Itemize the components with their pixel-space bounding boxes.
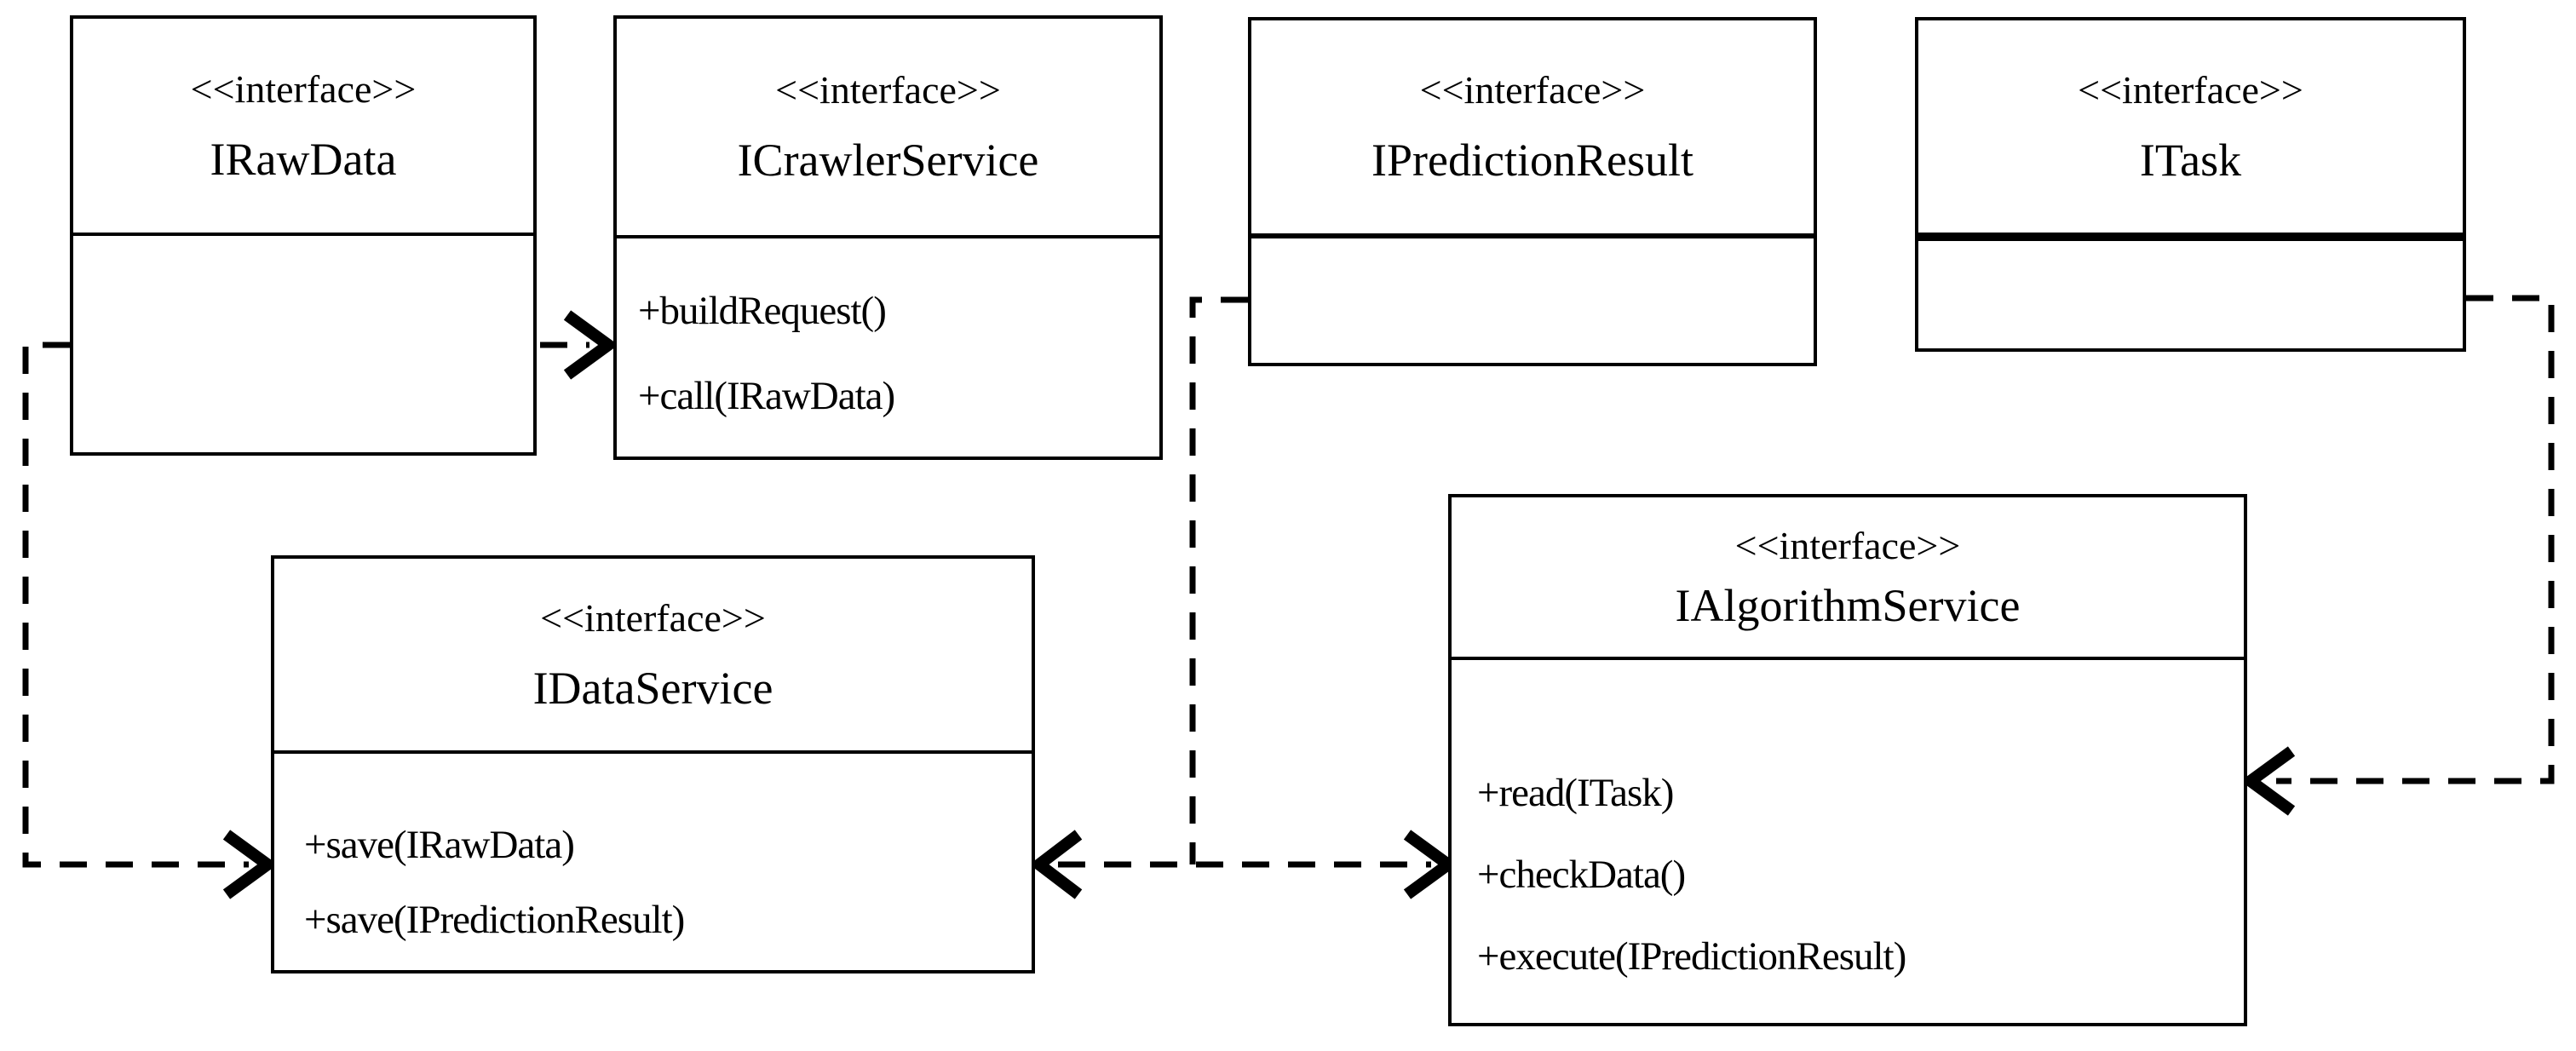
interface-name: IAlgorithmService	[1675, 579, 2021, 631]
interface-header: <<interface>> ITask	[1918, 20, 2463, 241]
interface-box-irawdata: <<interface>> IRawData	[70, 15, 537, 456]
interface-name: IRawData	[210, 133, 397, 185]
method-label: +save(IPredictionResult)	[304, 898, 685, 942]
interface-box-idataservice: <<interface>> IDataService +save(IRawDat…	[271, 555, 1035, 973]
method-label: +save(IRawData)	[304, 823, 575, 867]
interface-box-ipredictionresult: <<interface>> IPredictionResult	[1248, 17, 1817, 366]
interface-box-ialgorithmservice: <<interface>> IAlgorithmService +read(IT…	[1448, 494, 2247, 1026]
interface-name: IDataService	[532, 662, 773, 714]
method-label: +buildRequest()	[638, 289, 887, 333]
interface-header: <<interface>> IPredictionResult	[1251, 20, 1814, 238]
interface-stereotype: <<interface>>	[540, 595, 766, 640]
interface-stereotype: <<interface>>	[2078, 67, 2303, 112]
interface-methods-compartment: +save(IRawData) +save(IPredictionResult)	[274, 754, 1032, 970]
interface-box-itask: <<interface>> ITask	[1915, 17, 2466, 352]
interface-header: <<interface>> IDataService	[274, 559, 1032, 754]
interface-name: ICrawlerService	[737, 135, 1039, 186]
method-label: +read(ITask)	[1477, 771, 1674, 815]
interface-header: <<interface>> ICrawlerService	[617, 19, 1159, 238]
method-label: +execute(IPredictionResult)	[1477, 934, 1906, 979]
interface-header: <<interface>> IRawData	[73, 19, 533, 236]
interface-name: IPredictionResult	[1371, 135, 1693, 186]
interface-name: ITask	[2139, 134, 2242, 186]
dependency-arrow-irawdata-to-idataservice	[22, 342, 278, 899]
interface-stereotype: <<interface>>	[775, 68, 1001, 112]
dependency-arrow-itask-to-ialgorithmservice	[2240, 295, 2555, 816]
method-label: +call(IRawData)	[638, 374, 895, 418]
dependency-arrow-irawdata-to-icrawlerservice	[540, 310, 618, 380]
interface-methods-compartment: +read(ITask) +checkData() +execute(IPred…	[1452, 660, 2244, 1023]
interface-box-icrawlerservice: <<interface>> ICrawlerService +buildRequ…	[613, 15, 1163, 460]
interface-methods-compartment	[1918, 241, 2463, 348]
interface-methods-compartment: +buildRequest() +call(IRawData)	[617, 238, 1159, 457]
interface-methods-compartment	[1251, 238, 1814, 363]
interface-header: <<interface>> IAlgorithmService	[1452, 497, 2244, 660]
method-label: +checkData()	[1477, 853, 1686, 897]
interface-stereotype: <<interface>>	[190, 66, 417, 111]
interface-methods-compartment	[73, 236, 533, 452]
interface-stereotype: <<interface>>	[1419, 68, 1646, 112]
interface-stereotype: <<interface>>	[1734, 523, 1961, 567]
